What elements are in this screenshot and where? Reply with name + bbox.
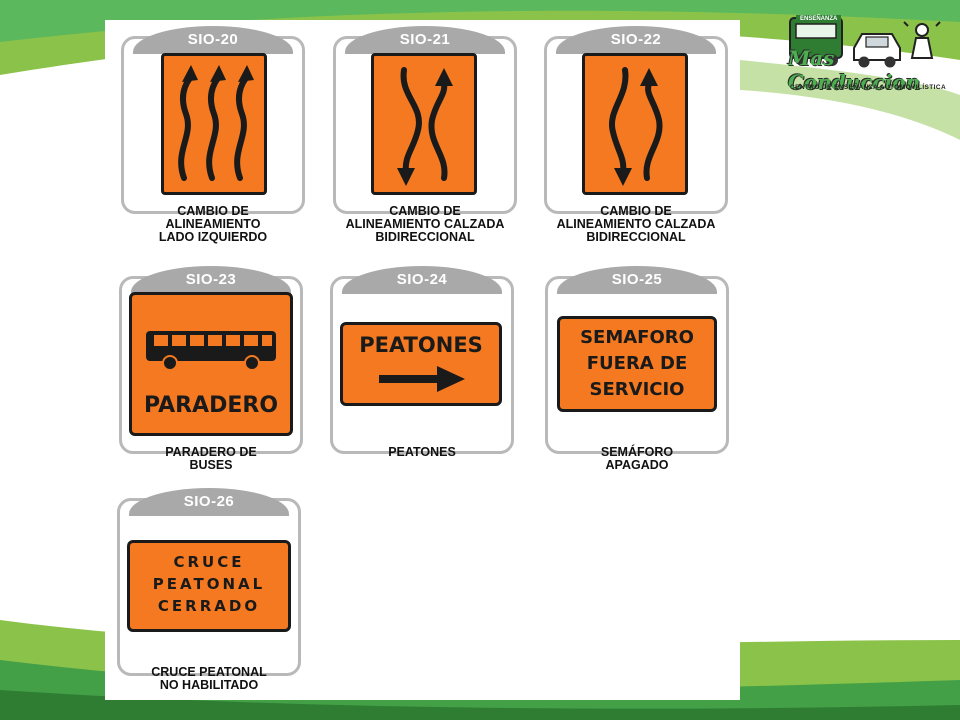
bus-icon [146,331,276,371]
car-icon [789,17,941,68]
plate-text-line: FUERA DE [586,353,688,374]
plate-text-line: PEATONAL [152,575,266,593]
sign-code: SIO-26 [183,493,235,510]
orange-plate [582,53,688,195]
sign-sio-24: SIO-24 PEATONES PEATONES [330,266,514,466]
caption-line: BIDIRECCIONAL [586,230,686,244]
two-way-curved-arrows-icon [397,67,453,186]
logo-subtitle: CENTRO DE ENSEÑANZA AUTOMOVILÍSTICA [790,84,947,91]
plate-text: PARADERO [143,393,279,418]
caption-line: CAMBIO DE [177,204,249,218]
sign-code: SIO-24 [396,271,448,288]
sign-caption: CRUCE PEATONAL NO HABILITADO [103,666,315,692]
sign-sio-26: SIO-26 CRUCE PEATONAL CERRADO CRUCE PEAT… [117,488,301,698]
caption-line: ALINEAMIENTO CALZADA [556,217,716,231]
caption-line: ALINEAMIENTO [165,217,261,231]
caption-line: PEATONES [388,445,456,459]
caption-line: ALINEAMIENTO CALZADA [345,217,505,231]
sign-caption: SEMÁFORO APAGADO [531,446,743,472]
sign-code: SIO-23 [185,271,237,288]
sign-code: SIO-22 [610,31,662,48]
plate-text-line: SERVICIO [589,379,685,400]
logo-title: Mas Conduccion [788,46,921,94]
sign-sio-22: SIO-22 CAMBIO DE ALINEAMIENTO CALZADA BI… [544,26,728,246]
sign-sio-20: SIO-20 CAMBIO DE ALINEAMIENTO LADO IZQUI… [121,26,305,246]
sign-sio-25: SIO-25 SEMAFORO FUERA DE SERVICIO SEMÁFO… [545,266,729,476]
orange-plate: CRUCE PEATONAL CERRADO [127,540,291,632]
caption-line: LADO IZQUIERDO [158,230,268,244]
sign-caption: PEATONES [316,446,528,459]
sign-sio-21: SIO-21 CAMBIO DE ALINEAMIENTO CALZADA BI… [333,26,517,246]
orange-plate: PARADERO [129,292,293,436]
caption-line: PARADERO DE [165,445,257,459]
plate-text: PEATONES [359,333,483,357]
caption-line: NO HABILITADO [159,678,259,692]
sign-caption: CAMBIO DE ALINEAMIENTO LADO IZQUIERDO [107,205,319,244]
sign-code: SIO-21 [399,31,451,48]
sign-code: SIO-20 [187,31,239,48]
two-way-curved-arrows-icon [608,67,663,186]
sign-caption: CAMBIO DE ALINEAMIENTO CALZADA BIDIRECCI… [530,205,742,244]
plate-text-line: CRUCE [173,553,245,571]
sign-sio-23: SIO-23 PARADERO PARADERO DE BUSES [119,266,303,476]
sign-caption: CAMBIO DE ALINEAMIENTO CALZADA BIDIRECCI… [319,205,531,244]
plate-text-line: SEMAFORO [580,327,694,348]
caption-line: BUSES [189,458,233,472]
caption-line: CAMBIO DE [600,204,672,218]
three-curved-arrows-icon [178,65,254,181]
school-logo: ENSEÑANZA Mas Conduccion CENTRO DE ENSEÑ… [776,8,954,98]
caption-line: SEMÁFORO [600,445,674,459]
orange-plate: SEMAFORO FUERA DE SERVICIO [557,316,717,412]
caption-line: APAGADO [605,458,669,472]
caption-line: CAMBIO DE [389,204,461,218]
orange-plate: PEATONES [340,322,502,406]
caption-line: CRUCE PEATONAL [151,665,267,679]
logo-badge: ENSEÑANZA [796,15,842,23]
sign-code: SIO-25 [611,271,663,288]
sign-caption: PARADERO DE BUSES [105,446,317,472]
orange-plate [161,53,267,195]
right-arrow-icon [379,366,465,392]
orange-plate [371,53,477,195]
plate-text-line: CERRADO [157,597,261,615]
caption-line: BIDIRECCIONAL [375,230,475,244]
